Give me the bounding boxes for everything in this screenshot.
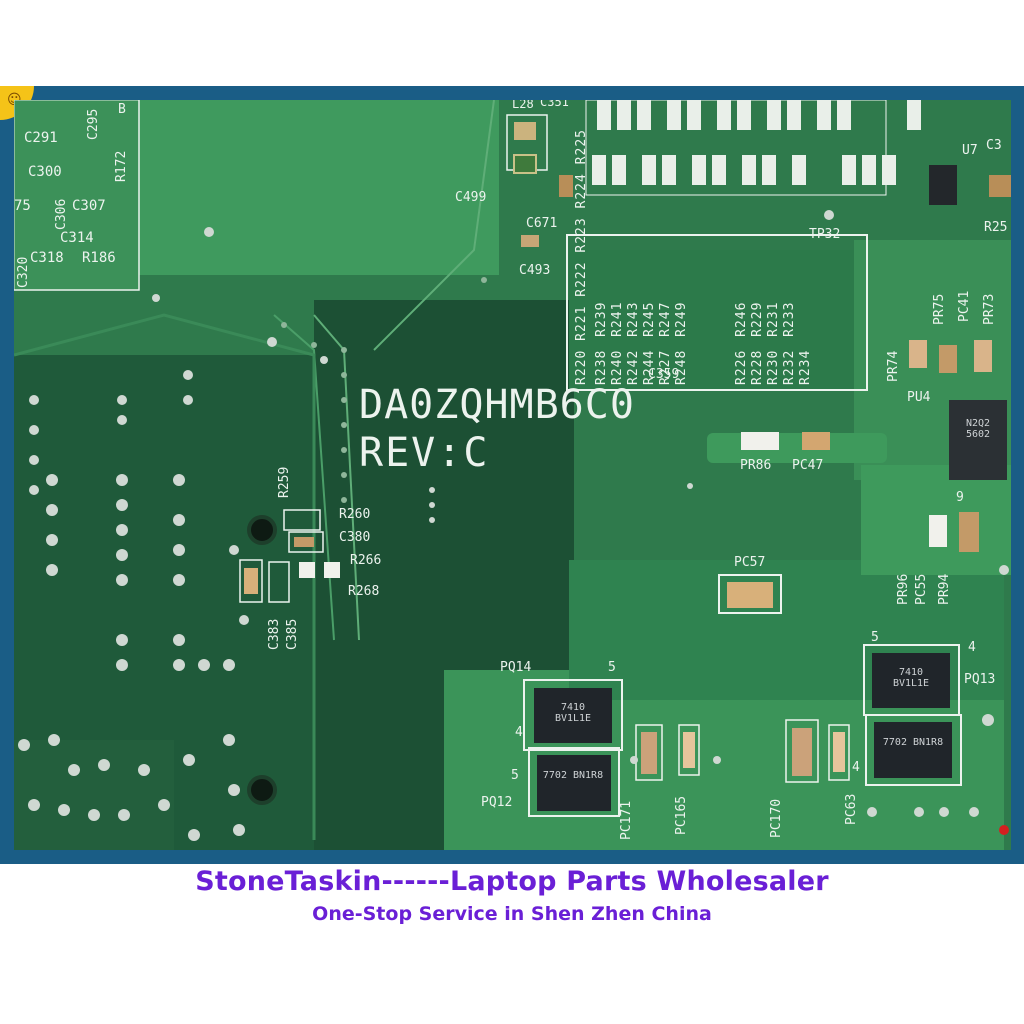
label-pr73: PR73 bbox=[982, 293, 997, 325]
label-r260: R260 bbox=[339, 507, 371, 522]
label-c671: C671 bbox=[526, 216, 558, 231]
label-pc63: PC63 bbox=[844, 793, 859, 825]
label-pq12: PQ12 bbox=[481, 795, 513, 810]
chip-pq12-marking: 7702 BN1R8 bbox=[542, 770, 604, 781]
label-c307: C307 bbox=[72, 198, 106, 214]
label-pq14: PQ14 bbox=[500, 660, 532, 675]
label-75: 75 bbox=[14, 198, 31, 214]
label-r259: R259 bbox=[277, 466, 292, 498]
caption-title: StoneTaskin------Laptop Parts Wholesaler bbox=[195, 866, 829, 897]
label-pc171: PC171 bbox=[619, 800, 634, 840]
label-r186: R186 bbox=[82, 250, 116, 266]
label-c300: C300 bbox=[28, 164, 62, 180]
chip-pq13-marking: 7410 BV1L1E bbox=[892, 667, 930, 689]
label-c320: C320 bbox=[16, 256, 31, 288]
label-pin9: 9 bbox=[956, 490, 964, 505]
board-artwork bbox=[14, 100, 1011, 850]
label-pc55: PC55 bbox=[914, 573, 929, 605]
label-pr96: PR96 bbox=[896, 573, 911, 605]
label-pc165: PC165 bbox=[674, 795, 689, 835]
label-c291: C291 bbox=[24, 130, 58, 146]
label-c314: C314 bbox=[60, 230, 94, 246]
label-l28: L28 bbox=[512, 100, 534, 111]
label-pc170: PC170 bbox=[769, 798, 784, 838]
label-pr74: PR74 bbox=[886, 350, 901, 382]
label-b: B bbox=[118, 102, 126, 117]
label-c351: C351 bbox=[540, 100, 569, 109]
caption-subtitle: One-Stop Service in Shen Zhen China bbox=[312, 903, 712, 925]
label-r226-r234: R226 R246 R228 R229 R230 R231 R232 R233 … bbox=[734, 301, 813, 385]
label-r172: R172 bbox=[114, 150, 129, 182]
label-pin5-c: 5 bbox=[871, 630, 879, 645]
label-pu4: PU4 bbox=[907, 390, 931, 405]
label-pc41: PC41 bbox=[957, 290, 972, 322]
label-r25: R25 bbox=[984, 220, 1008, 235]
chip-pq14-marking: 7410 BV1L1E bbox=[554, 702, 592, 724]
chip-pq11-marking: 7702 BN1R8 bbox=[882, 737, 944, 748]
label-pin4-a: 4 bbox=[515, 725, 523, 740]
label-r266: R266 bbox=[350, 553, 382, 568]
label-c383: C383 bbox=[267, 618, 282, 650]
chip-pu4-marking: N2Q2 5602 bbox=[965, 418, 991, 440]
label-pin5-a: 5 bbox=[608, 660, 616, 675]
label-r220-r225: R220 R221 R222 R223 R224 R225 bbox=[574, 129, 589, 385]
label-c318: C318 bbox=[30, 250, 64, 266]
label-c295: C295 bbox=[86, 108, 101, 140]
label-tp32: TP32 bbox=[809, 227, 841, 242]
label-c499: C499 bbox=[455, 190, 487, 205]
label-c493: C493 bbox=[519, 263, 551, 278]
label-pr94: PR94 bbox=[937, 573, 952, 605]
board-model-number: DA0ZQHMB6C0 bbox=[359, 382, 635, 428]
board-revision: REV:C bbox=[359, 430, 490, 476]
label-c380: C380 bbox=[339, 530, 371, 545]
label-pin4-d: 4 bbox=[852, 760, 860, 775]
label-pin5-b: 5 bbox=[511, 768, 519, 783]
label-pin4-c: 4 bbox=[968, 640, 976, 655]
label-r268: R268 bbox=[348, 584, 380, 599]
label-c306: C306 bbox=[54, 198, 69, 230]
label-pr86: PR86 bbox=[740, 458, 772, 473]
label-c385: C385 bbox=[285, 618, 300, 650]
label-c359: C359 bbox=[648, 367, 680, 382]
motherboard-photo: C291 C295 R172 B C300 C306 C307 75 C314 … bbox=[14, 100, 1011, 850]
label-pc47: PC47 bbox=[792, 458, 824, 473]
label-pc57: PC57 bbox=[734, 555, 766, 570]
label-u7: U7 bbox=[962, 143, 978, 158]
label-c3: C3 bbox=[986, 138, 1002, 153]
label-pr75: PR75 bbox=[932, 293, 947, 325]
label-pq13: PQ13 bbox=[964, 672, 996, 687]
